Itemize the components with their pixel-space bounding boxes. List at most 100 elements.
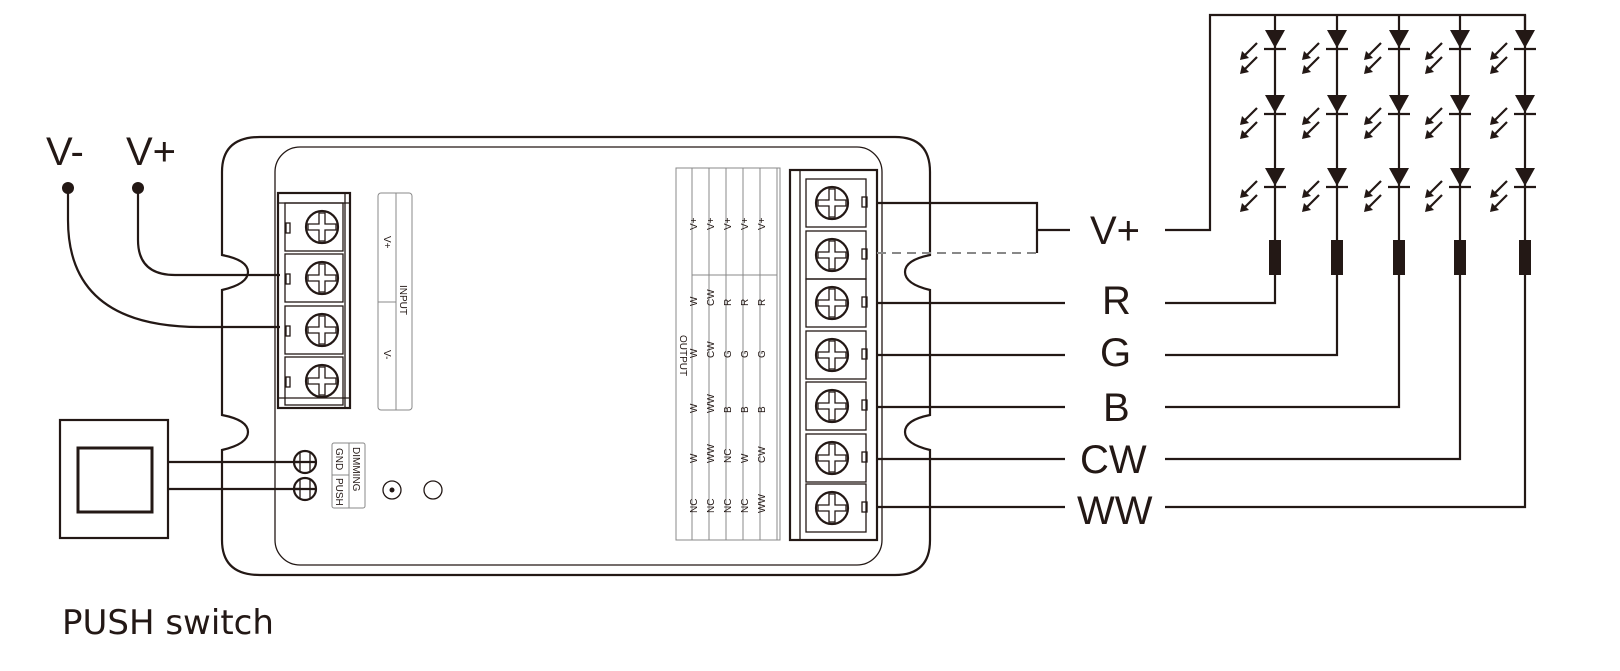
output-screw-1 xyxy=(814,185,850,221)
input-screw-1 xyxy=(304,209,340,245)
v-plus-bridge xyxy=(877,201,1039,253)
v-plus-led-bus xyxy=(1165,13,1527,232)
led-diode-icon xyxy=(1364,95,1410,139)
output-table-cell: CW xyxy=(706,341,717,358)
push-switch-label: PUSH switch xyxy=(62,603,274,643)
output-table-cell: R xyxy=(723,299,734,306)
led-diode-icon xyxy=(1425,30,1471,74)
led-wire-b xyxy=(1165,275,1401,409)
supply-v-minus-label: V- xyxy=(46,130,84,174)
output-table-cell: W xyxy=(689,296,700,306)
output-screw-6 xyxy=(814,440,850,476)
output-table-cell: G xyxy=(740,350,751,358)
led-diode-icon xyxy=(1364,168,1410,212)
dimming-screw-push xyxy=(292,476,318,502)
dimming-push-label: PUSH xyxy=(333,478,344,506)
output-table-cell: G xyxy=(723,350,734,358)
output-screw-7 xyxy=(814,490,850,526)
output-label-ww: WW xyxy=(1077,489,1153,533)
output-table-cell: V+ xyxy=(740,217,751,230)
output-table-cell: V+ xyxy=(706,217,717,230)
output-table-cell: B xyxy=(757,406,768,413)
led-wire-g xyxy=(1165,275,1339,357)
input-v-plus-label: V+ xyxy=(381,236,392,249)
output-table-cell: B xyxy=(740,406,751,413)
led-diode-icon xyxy=(1425,168,1471,212)
led-diode-icon xyxy=(1302,30,1348,74)
output-mode-table: NCWWWWV+NCWWWWCWCWV+NCNCBGRV+NCWBGRV+WWC… xyxy=(675,167,781,541)
input-screw-4 xyxy=(304,363,340,399)
output-table-cell: W xyxy=(689,453,700,463)
output-terminal-block xyxy=(788,168,879,542)
led-channel xyxy=(1364,15,1410,275)
output-table-cell: NC xyxy=(706,499,717,513)
output-table-cell: WW xyxy=(706,444,717,463)
push-switch-wires xyxy=(168,460,300,491)
push-switch-frame xyxy=(58,418,170,540)
output-label-vplus: V+ xyxy=(1090,209,1140,253)
v-plus-wire xyxy=(136,188,280,277)
output-table-cell: B xyxy=(723,406,734,413)
output-table-cell: NC xyxy=(689,499,700,513)
output-table-cell: V+ xyxy=(689,217,700,230)
resistor-icon xyxy=(1519,240,1531,275)
led-channel xyxy=(1425,15,1471,275)
v-minus-wire xyxy=(66,188,280,329)
led-strip-array xyxy=(1240,15,1536,275)
output-table-cell: W xyxy=(689,403,700,413)
input-screw-3 xyxy=(304,312,340,348)
output-label-cw: CW xyxy=(1080,438,1147,482)
resistor-icon xyxy=(1331,240,1343,275)
output-table-cell: WW xyxy=(757,494,768,513)
output-table-cell: G xyxy=(757,350,768,358)
led-diode-icon xyxy=(1302,168,1348,212)
output-table-cell: R xyxy=(740,299,751,306)
input-terminal-block xyxy=(276,191,352,410)
led-diode-icon xyxy=(1364,30,1410,74)
dimming-gnd-label: GND xyxy=(333,448,344,470)
led-diode-icon xyxy=(1240,95,1286,139)
resistor-icon xyxy=(1269,240,1281,275)
output-table-cell: WW xyxy=(706,394,717,413)
push-switch-button xyxy=(76,446,154,514)
input-title: INPUT xyxy=(397,285,408,315)
led-wire-cw xyxy=(1165,275,1462,461)
output-table-cell: CW xyxy=(757,446,768,463)
output-table-cell: CW xyxy=(706,289,717,306)
output-title: OUTPUT xyxy=(677,335,688,376)
resistor-icon xyxy=(1393,240,1405,275)
led-diode-icon xyxy=(1240,30,1286,74)
output-label-b: B xyxy=(1103,386,1130,430)
output-table-cell: NC xyxy=(723,449,734,463)
mode-button[interactable] xyxy=(423,480,443,500)
controller-housing xyxy=(220,135,932,577)
input-screw-2 xyxy=(304,260,340,296)
supply-v-plus-label: V+ xyxy=(126,130,176,174)
led-wire-ww xyxy=(1165,275,1527,509)
dimming-screw-gnd xyxy=(292,449,318,475)
output-table-cell: NC xyxy=(740,499,751,513)
indicator-led xyxy=(382,480,402,500)
dimming-title: DIMMING xyxy=(350,447,361,492)
resistor-icon xyxy=(1454,240,1466,275)
led-diode-icon xyxy=(1490,30,1536,74)
led-channel xyxy=(1490,15,1536,275)
output-screw-2 xyxy=(814,237,850,273)
led-diode-icon xyxy=(1490,168,1536,212)
output-table-cell: V+ xyxy=(723,217,734,230)
led-diode-icon xyxy=(1490,95,1536,139)
input-v-minus-label: V- xyxy=(381,350,392,359)
output-screw-3 xyxy=(814,285,850,321)
led-wire-r xyxy=(1165,275,1277,305)
output-table-cell: R xyxy=(757,299,768,306)
output-screw-4 xyxy=(814,337,850,373)
led-diode-icon xyxy=(1240,168,1286,212)
output-table-cell: W xyxy=(689,348,700,358)
led-channel xyxy=(1302,15,1348,275)
output-table-cell: V+ xyxy=(757,217,768,230)
output-label-r: R xyxy=(1102,279,1131,323)
output-table-cell: NC xyxy=(723,499,734,513)
led-channel xyxy=(1240,15,1286,275)
led-diode-icon xyxy=(1425,95,1471,139)
